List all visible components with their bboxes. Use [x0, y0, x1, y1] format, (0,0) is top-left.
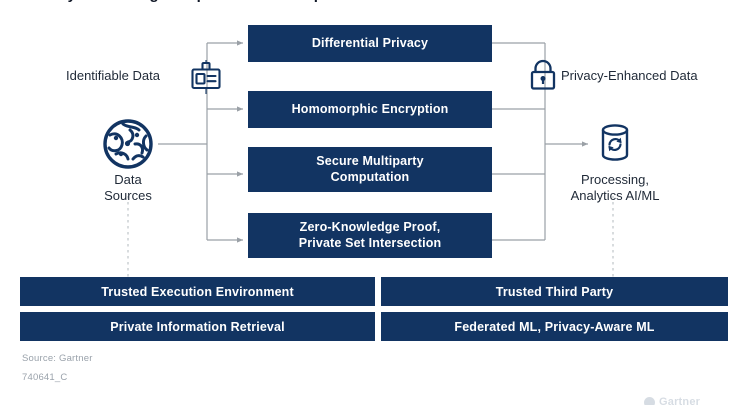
padlock-icon	[527, 58, 559, 92]
technique-box-homomorphic-encryption[interactable]: Homomorphic Encryption	[248, 91, 492, 128]
technique-label-line1: Secure Multiparty	[316, 153, 424, 168]
gartner-watermark-logo: Gartner	[644, 393, 740, 405]
technique-label-line1: Differential Privacy	[311, 35, 429, 50]
page-title: Privacy-Enhancing Computation Techniques	[22, 0, 502, 4]
bottom-bar-private-information-retrieval[interactable]: Private Information Retrieval	[20, 312, 375, 341]
id-badge-icon	[188, 60, 224, 96]
bottom-bar-federated-ml[interactable]: Federated ML, Privacy-Aware ML	[381, 312, 728, 341]
document-id: 740641_C	[22, 372, 68, 383]
processing-label-line2: Analytics AI/ML	[570, 188, 660, 203]
technique-box-differential-privacy[interactable]: Differential Privacy	[248, 25, 492, 62]
data-sources-label-line2: Sources	[104, 188, 152, 203]
processing-label-line1: Processing,	[581, 172, 649, 187]
data-sources-label-line1: Data	[114, 172, 142, 187]
technique-label-line1: Homomorphic Encryption	[291, 101, 449, 116]
logo-text: Gartner	[659, 396, 701, 405]
bottom-bar-trusted-execution-environment[interactable]: Trusted Execution Environment	[20, 277, 375, 306]
source-attribution: Source: Gartner	[22, 353, 93, 364]
database-sync-icon	[597, 122, 633, 164]
technique-label-line1: Zero-Knowledge Proof,	[299, 219, 441, 234]
logo-dot-icon	[644, 396, 655, 405]
technique-label-line2: Computation	[330, 169, 410, 184]
bottom-bar-trusted-third-party[interactable]: Trusted Third Party	[381, 277, 728, 306]
network-sphere-icon	[102, 118, 154, 170]
technique-label-line2: Private Set Intersection	[298, 235, 442, 250]
technique-box-secure-multiparty-computation[interactable]: Secure Multiparty Computation	[248, 147, 492, 192]
technique-box-zero-knowledge-proof[interactable]: Zero-Knowledge Proof, Private Set Inters…	[248, 213, 492, 258]
privacy-enhanced-data-label: Privacy-Enhanced Data	[561, 68, 698, 83]
identifiable-data-label: Identifiable Data	[66, 68, 160, 83]
